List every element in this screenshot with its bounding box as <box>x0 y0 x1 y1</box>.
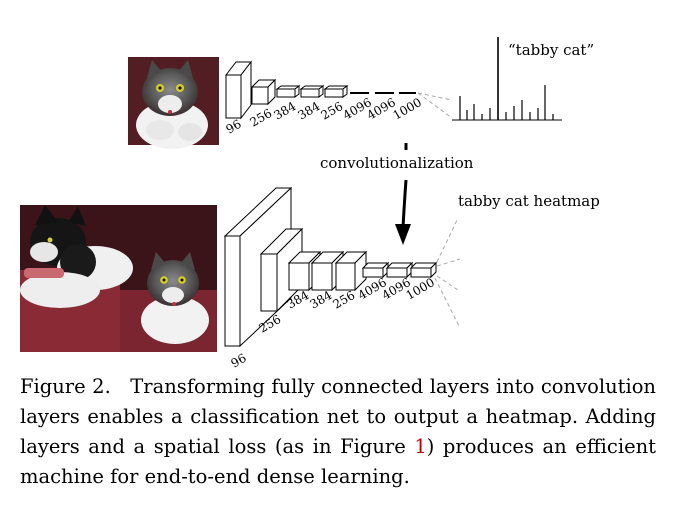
class-score-histogram <box>452 37 562 121</box>
top-layer-label: 256 <box>248 106 275 130</box>
top-network <box>224 60 416 120</box>
convolutionalization-arrow <box>395 143 411 245</box>
cat-photo-top <box>128 57 219 149</box>
figure-reference-link[interactable]: 1 <box>414 435 427 458</box>
caption-prefix: Figure 2. <box>20 375 111 398</box>
top-layer-label: 96 <box>224 117 244 137</box>
bottom-layer-label: 256 <box>331 288 358 312</box>
bottom-network <box>223 186 438 348</box>
figure-diagram: 96 256 384 384 256 4096 4096 1000 “tabby… <box>20 37 600 370</box>
top-layer-label: 1000 <box>391 95 424 122</box>
figure-caption: Figure 2. Transforming fully connected l… <box>20 372 656 492</box>
bottom-projection-lines <box>434 217 461 329</box>
top-projection-lines <box>417 92 453 119</box>
top-class-label: “tabby cat” <box>508 41 594 59</box>
caption-text-end: ) produces an efficient machine for end-… <box>20 435 656 488</box>
caption-text: Transforming fully connected layers into… <box>20 375 656 458</box>
bottom-layer-label: 96 <box>229 351 249 370</box>
dog-cat-photo <box>20 205 217 352</box>
heatmap-label: tabby cat heatmap <box>458 192 600 210</box>
arrow-label: convolutionalization <box>320 154 474 172</box>
bottom-layer-label: 1000 <box>404 275 437 302</box>
